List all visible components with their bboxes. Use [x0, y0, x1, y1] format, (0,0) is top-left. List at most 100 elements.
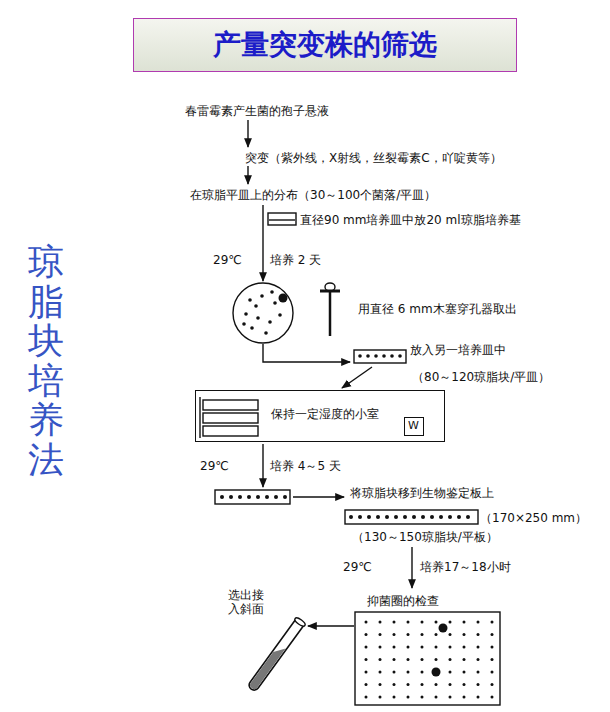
- step-text: 突变（紫外线，X射线，丝裂霉素C，吖啶黄等）: [245, 151, 502, 165]
- flow-arrow: [262, 444, 263, 487]
- flow-arrow: [411, 547, 412, 588]
- cork-borer: [329, 292, 332, 336]
- assay-block: [477, 671, 480, 674]
- assay-block: [365, 621, 368, 624]
- inhibition-zone: [432, 668, 441, 677]
- step-text: 培养 4～5 天: [270, 459, 341, 473]
- assay-block: [365, 633, 368, 636]
- assay-block: [435, 646, 438, 649]
- agar-block: [382, 354, 386, 358]
- agar-block: [457, 515, 461, 519]
- step-text: 抑菌圈的检查: [367, 594, 439, 608]
- block-dish: [215, 490, 290, 504]
- step-text: 培养17～18小时: [420, 560, 511, 574]
- water-tray: W: [404, 417, 424, 436]
- step-text: （170×250 mm）: [480, 511, 587, 525]
- colony-dot: [244, 312, 248, 316]
- step-text: （80～120琼脂块/平皿）: [412, 370, 550, 384]
- assay-plate: [355, 612, 500, 705]
- assay-block: [463, 683, 466, 686]
- assay-block: [463, 671, 466, 674]
- assay-block: [477, 696, 480, 699]
- flow-arrow: [247, 120, 248, 147]
- flow-arrow: [342, 367, 372, 388]
- block-dish: [354, 350, 406, 363]
- agar-level: [269, 219, 295, 220]
- assay-block: [435, 633, 438, 636]
- colony-dot: [254, 304, 258, 308]
- assay-block: [379, 658, 382, 661]
- assay-block: [421, 621, 424, 624]
- assay-block: [449, 633, 452, 636]
- colony-dot: [270, 290, 274, 294]
- flow-arrow: [262, 205, 263, 281]
- assay-block: [379, 683, 382, 686]
- assay-block: [421, 683, 424, 686]
- assay-block: [435, 658, 438, 661]
- assay-block: [407, 683, 410, 686]
- step-text: 培养 2 天: [270, 253, 321, 267]
- agar-block: [256, 495, 260, 499]
- colony-dot: [250, 326, 254, 330]
- agar-block: [367, 515, 371, 519]
- step-note: 选出接 入斜面: [228, 588, 269, 617]
- assay-block: [393, 633, 396, 636]
- assay-block: [435, 621, 438, 624]
- assay-block: [393, 696, 396, 699]
- assay-block: [407, 658, 410, 661]
- agar-block: [265, 495, 269, 499]
- colony-dot: [273, 301, 277, 305]
- flow-arrow: [263, 344, 350, 362]
- humidity-chamber: 保持一定湿度的小室W: [195, 390, 445, 442]
- assay-block: [449, 683, 452, 686]
- inhibition-zone: [439, 624, 448, 633]
- agar-block: [412, 515, 416, 519]
- step-text: 直径90 mm培养皿中放20 ml琼脂培养基: [300, 213, 521, 227]
- node-text: W: [408, 419, 423, 432]
- colony-dot: [242, 322, 246, 326]
- agar-block: [390, 354, 394, 358]
- assay-block: [463, 633, 466, 636]
- assay-block: [379, 646, 382, 649]
- step-text: 29℃: [343, 560, 372, 574]
- cork-borer-loop: [325, 283, 335, 291]
- assay-block: [421, 646, 424, 649]
- assay-block: [393, 646, 396, 649]
- chamber-frame: [199, 397, 200, 438]
- assay-block: [421, 696, 424, 699]
- assay-block: [421, 671, 424, 674]
- assay-block: [435, 696, 438, 699]
- assay-block: [379, 671, 382, 674]
- assay-plate-side: [345, 510, 478, 524]
- slant-tube: [246, 616, 306, 692]
- assay-block: [477, 683, 480, 686]
- assay-block: [449, 621, 452, 624]
- flow-arrow: [247, 166, 248, 184]
- assay-block: [477, 621, 480, 624]
- assay-block: [407, 696, 410, 699]
- agar-block: [374, 354, 378, 358]
- agar-block: [349, 515, 353, 519]
- agar-block: [394, 515, 398, 519]
- colony-dot: [256, 316, 260, 320]
- agar-block: [385, 515, 389, 519]
- stacked-dish: [203, 413, 258, 423]
- assay-block: [365, 671, 368, 674]
- agar-block: [366, 354, 370, 358]
- step-text: 将琼脂块移到生物鉴定板上: [350, 486, 494, 500]
- assay-block: [491, 646, 494, 649]
- step-text: 29℃: [213, 253, 242, 267]
- assay-block: [365, 696, 368, 699]
- agar-block: [421, 515, 425, 519]
- assay-block: [463, 696, 466, 699]
- drawing-part: [294, 616, 307, 627]
- agar-block: [358, 354, 362, 358]
- assay-block: [477, 658, 480, 661]
- assay-block: [393, 658, 396, 661]
- assay-block: [491, 621, 494, 624]
- assay-block: [463, 646, 466, 649]
- assay-block: [407, 671, 410, 674]
- step-text: 用直径 6 mm木塞穿孔器取出: [358, 302, 517, 316]
- drawing-part: [200, 120, 500, 705]
- step-text: 29℃: [200, 459, 229, 473]
